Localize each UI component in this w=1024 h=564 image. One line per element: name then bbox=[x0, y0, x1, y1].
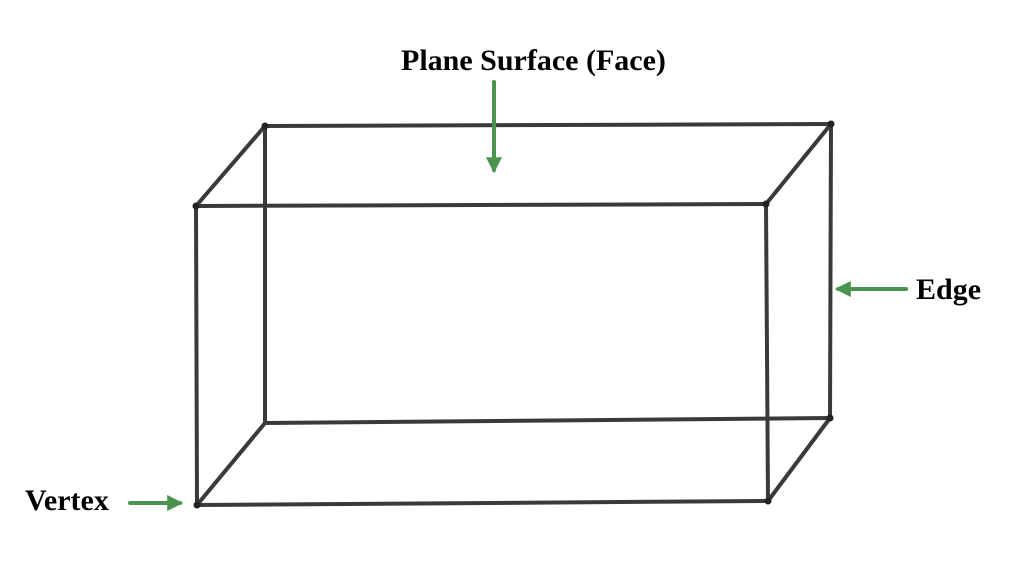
vertex-dot bbox=[827, 120, 835, 128]
front-top-edge bbox=[194, 202, 768, 208]
connect-top-right-edge bbox=[764, 122, 833, 206]
vertex-dot bbox=[193, 501, 201, 509]
vertex-dot bbox=[261, 122, 269, 130]
vertex-dot bbox=[762, 200, 770, 208]
face-label: Plane Surface (Face) bbox=[401, 44, 666, 77]
vertex-label: Vertex bbox=[25, 484, 109, 517]
back-top-edge bbox=[263, 122, 833, 128]
back-bottom-edge bbox=[263, 416, 832, 425]
vertex-dot bbox=[826, 414, 834, 422]
back-right-edge bbox=[828, 122, 833, 420]
vertex-dot bbox=[764, 497, 772, 505]
vertex-dot bbox=[192, 202, 200, 210]
front-right-edge bbox=[764, 202, 770, 503]
connect-bottom-left-edge bbox=[195, 421, 267, 507]
connect-bottom-right-edge bbox=[766, 416, 832, 503]
edge-label: Edge bbox=[916, 273, 982, 306]
front-left-edge bbox=[194, 204, 199, 507]
connect-top-left-edge bbox=[194, 124, 267, 208]
front-bottom-edge bbox=[195, 499, 770, 507]
